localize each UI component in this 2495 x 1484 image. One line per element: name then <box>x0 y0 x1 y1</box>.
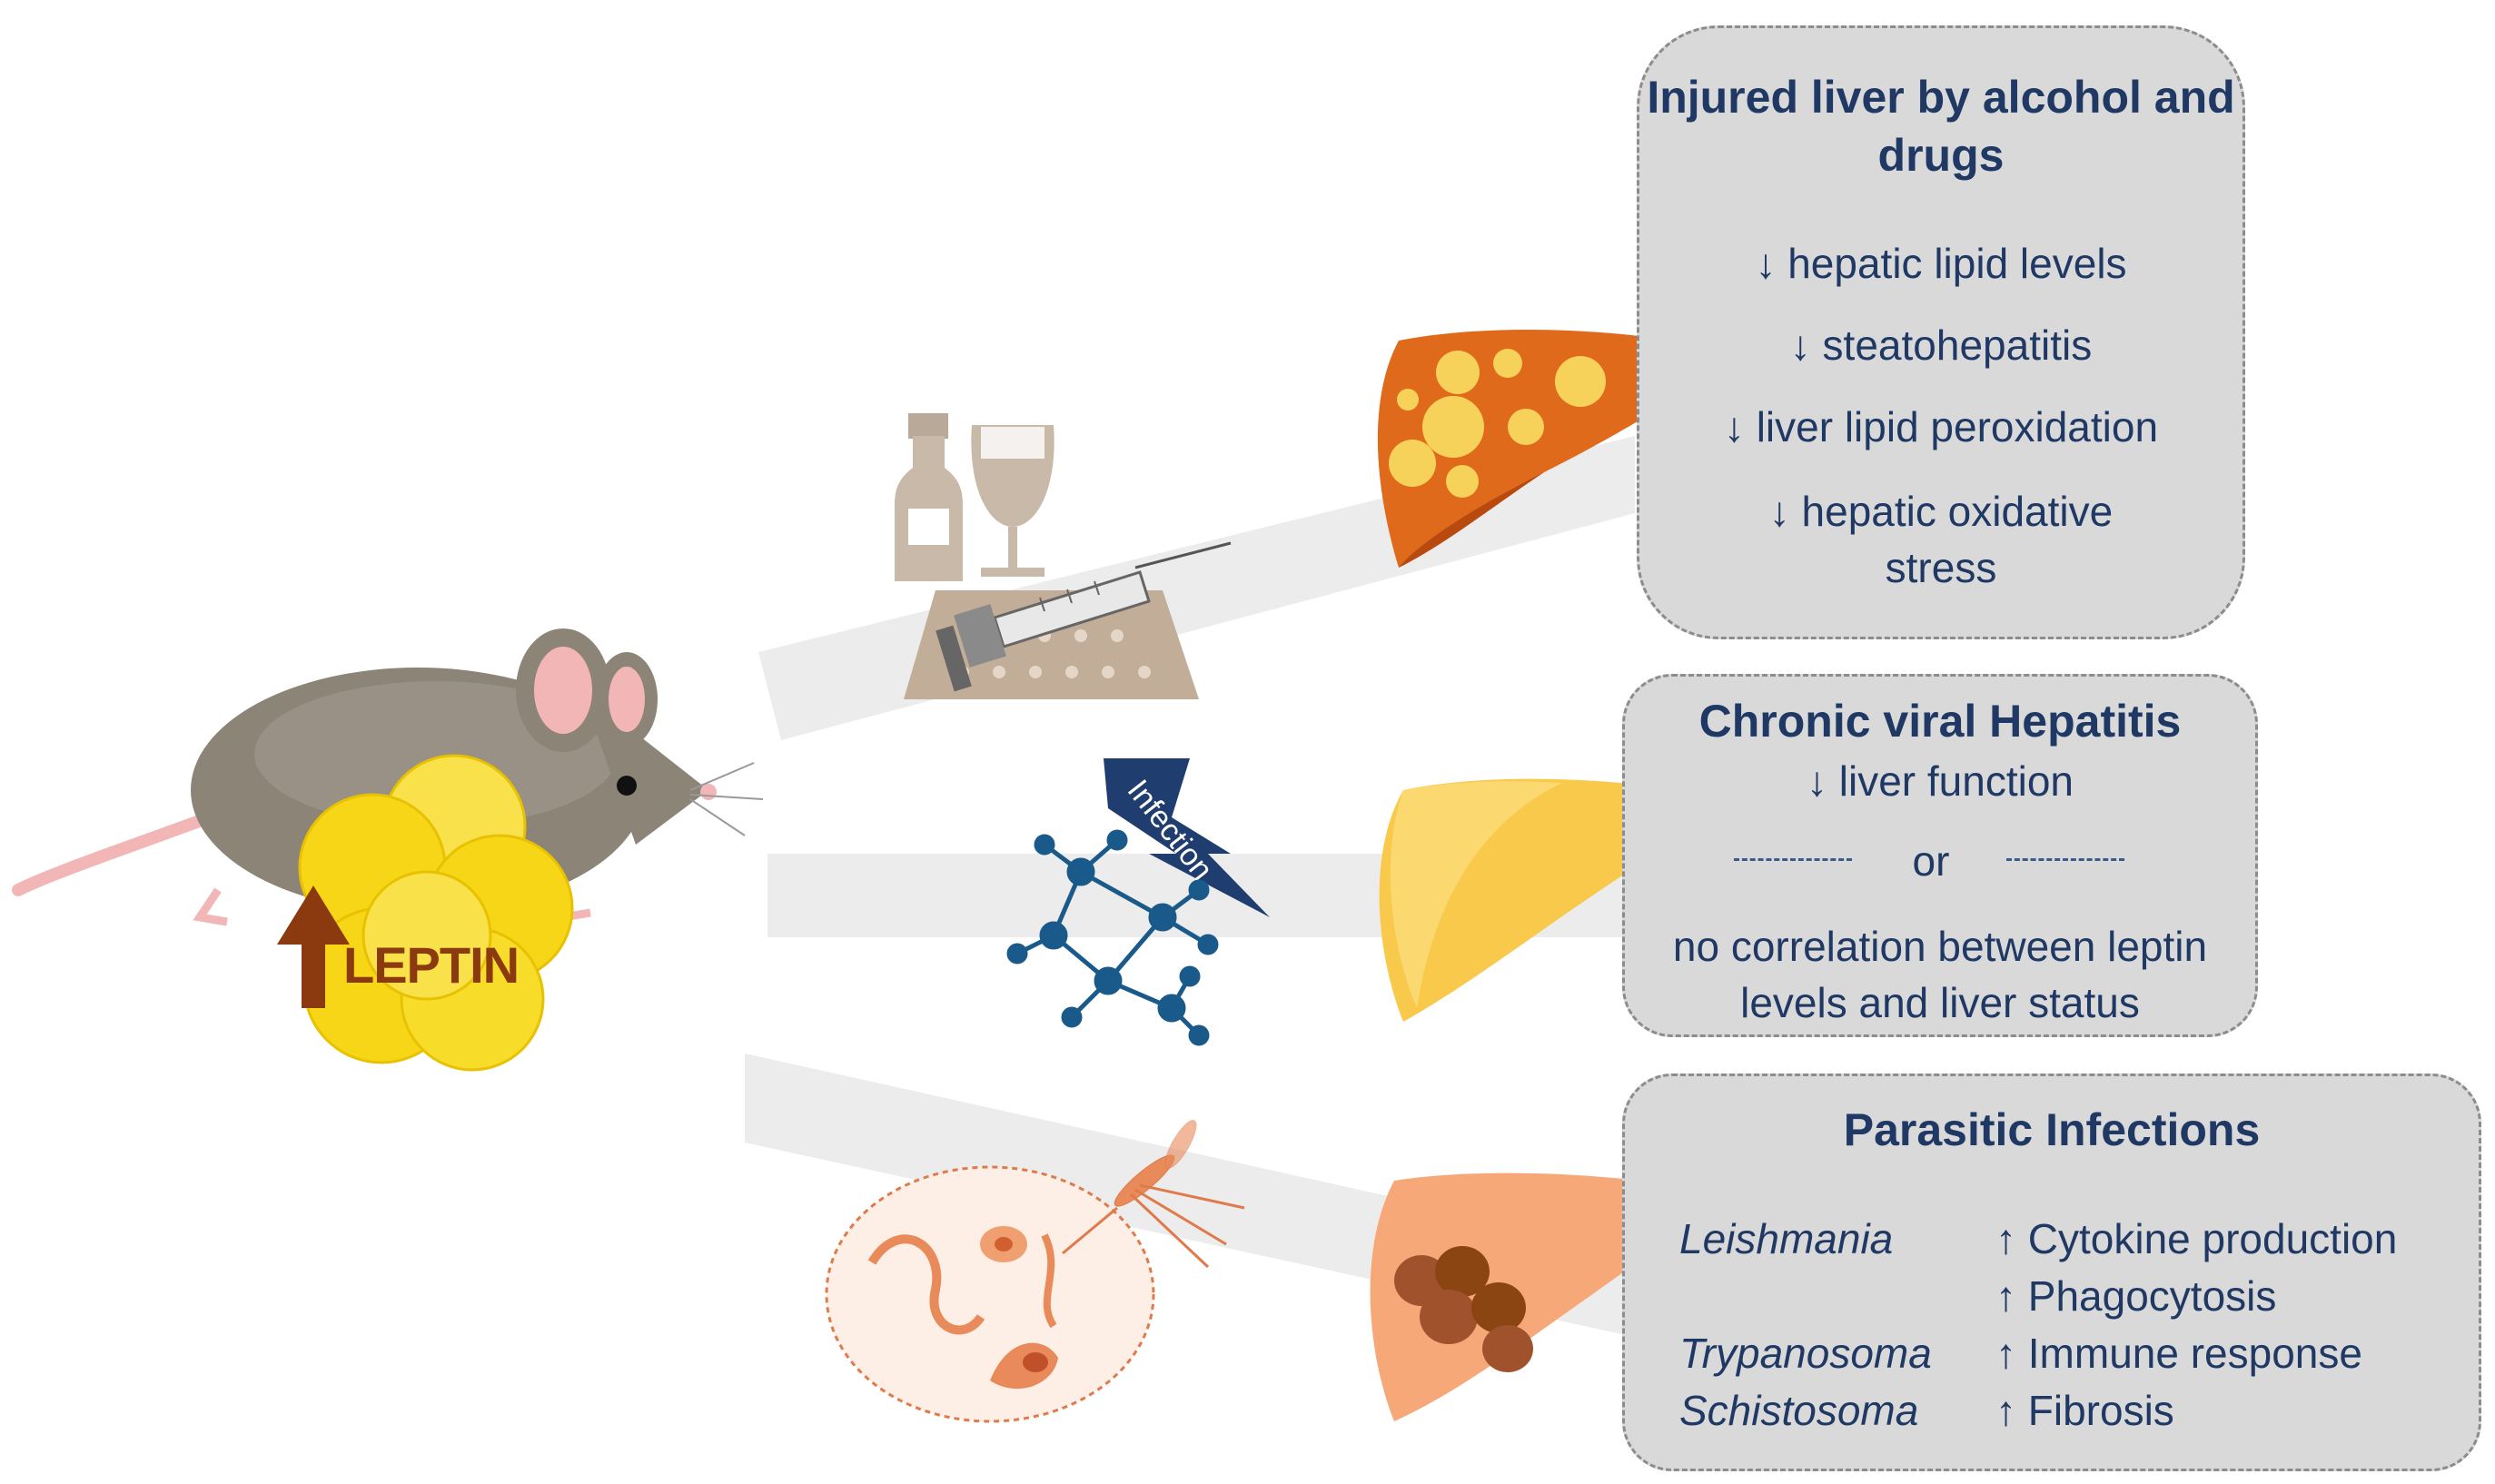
or-label: or <box>1912 837 1950 885</box>
viral-hepatitis-box: Chronic viral Hepatitis ↓ liver function… <box>1622 674 2258 1037</box>
effect-cytokine-production: ↑ Cytokine production <box>1995 1215 2398 1262</box>
leptin-label: LEPTIN <box>343 936 520 994</box>
no-correlation-text: no correlation between leptin <box>1672 923 2208 970</box>
effect-stress: stress <box>1885 544 1997 591</box>
effect-hepatic-lipid-levels: ↓ hepatic lipid levels <box>1755 240 2127 287</box>
effect-steatohepatitis: ↓ steatohepatitis <box>1789 322 2093 369</box>
effect-liver-lipid-peroxidation: ↓ liver lipid peroxidation <box>1723 403 2159 450</box>
species-trypanosoma: Trypanosoma <box>1679 1330 1932 1377</box>
virus-icon <box>1006 829 1219 1046</box>
effect-immune-response: ↑ Immune response <box>1995 1330 2362 1377</box>
wine-glass-icon <box>971 425 1054 577</box>
no-correlation-text-2: levels and liver status <box>1740 979 2140 1026</box>
parasitic-infections-title: Parasitic Infections <box>1843 1104 2261 1155</box>
lightning-bolt-icon <box>1104 758 1270 917</box>
divider-dashes-right <box>2006 858 2124 861</box>
species-schistosoma: Schistosoma <box>1679 1387 1919 1434</box>
parasitic-infections-box: Parasitic Infections Leishmania ↑ Cytoki… <box>1622 1073 2481 1471</box>
bottle-icon <box>895 413 963 581</box>
alcohol-drugs-box: Injured liver by alcohol and drugs ↓ hep… <box>1637 25 2245 639</box>
effect-fibrosis: ↑ Fibrosis <box>1995 1387 2174 1434</box>
viral-hepatitis-title: Chronic viral Hepatitis <box>1698 696 2182 747</box>
species-leishmania: Leishmania <box>1679 1215 1894 1262</box>
effect-phagocytosis: ↑ Phagocytosis <box>1995 1272 2277 1320</box>
parasite-circle-icon <box>825 1165 1155 1423</box>
divider-dashes-left <box>1734 858 1852 861</box>
syringe-icon <box>936 541 1232 692</box>
mosquito-icon <box>1062 1120 1245 1269</box>
alcohol-drugs-title: Injured liver by alcohol and drugs <box>1647 72 2235 181</box>
fat-cells-icon <box>298 754 574 1072</box>
effect-liver-function: ↓ liver function <box>1806 757 2074 805</box>
effect-hepatic-oxidative: ↓ hepatic oxidative <box>1768 488 2114 535</box>
up-arrow-icon <box>277 885 350 1008</box>
